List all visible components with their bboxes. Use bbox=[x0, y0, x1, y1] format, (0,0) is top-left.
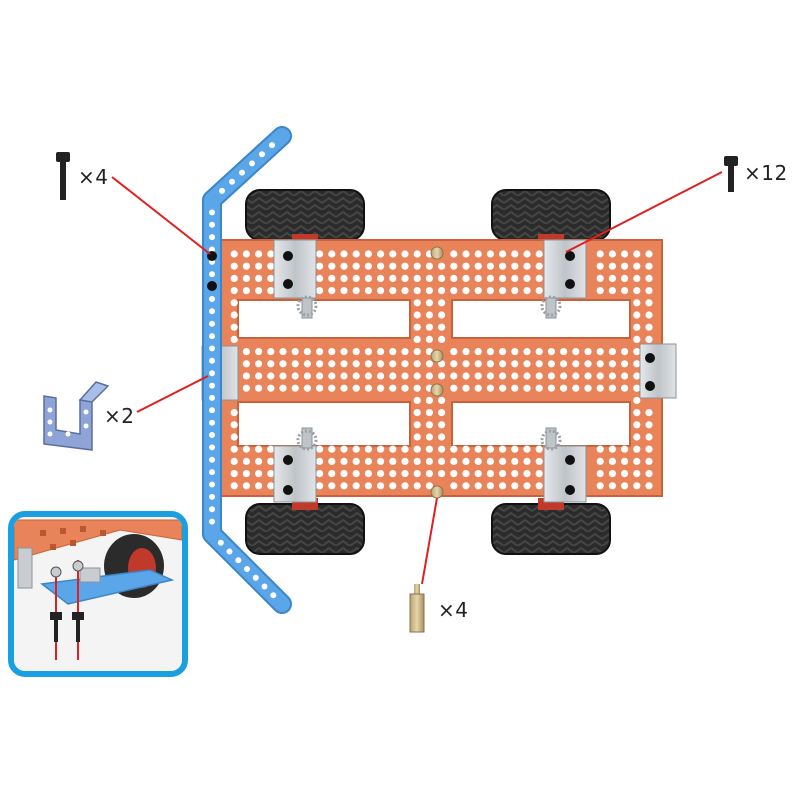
screw-icon bbox=[724, 156, 738, 192]
brass-standoff-icon bbox=[409, 584, 425, 633]
screw-icon bbox=[56, 152, 70, 200]
motor-mount-bottom-right bbox=[540, 427, 587, 503]
wheel-top-left bbox=[245, 189, 365, 246]
screw-quantity-right: ×12 bbox=[744, 161, 788, 185]
standoff-quantity: ×4 bbox=[438, 598, 469, 622]
wheel-bottom-left bbox=[245, 498, 365, 555]
u-bracket-right bbox=[639, 343, 677, 399]
wheel-bottom-right bbox=[491, 498, 611, 555]
motor-mount-bottom-left bbox=[273, 427, 318, 503]
motor-mount-top-left bbox=[273, 239, 318, 319]
beam-hole-row bbox=[209, 142, 277, 599]
screw-quantity-left: ×4 bbox=[78, 165, 109, 189]
plate-hole-grid bbox=[230, 250, 653, 490]
leader-lines bbox=[111, 171, 723, 585]
blue-bumper-beam bbox=[202, 126, 292, 614]
orange-base-plate bbox=[207, 239, 663, 497]
bracket-quantity: ×2 bbox=[104, 404, 135, 428]
u-bracket-icon bbox=[43, 381, 110, 451]
motor-mount-top-right bbox=[540, 239, 587, 319]
inset-detail-view bbox=[8, 511, 188, 677]
center-standoffs bbox=[430, 246, 444, 499]
